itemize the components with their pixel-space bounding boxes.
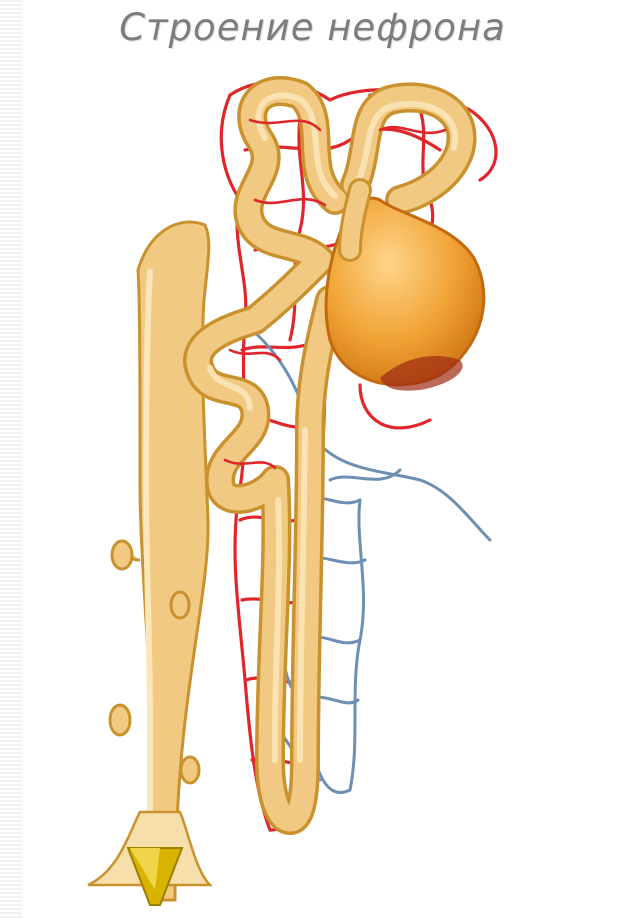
convoluted-tubules [198,91,462,820]
duct-branch [181,757,199,783]
duct-branch [110,705,130,735]
collecting-duct [110,222,209,900]
collecting-duct-arrow-icon [88,812,210,905]
duct-branch [171,592,189,618]
bowman-capsule-icon [326,190,484,391]
duct-branch [112,541,132,569]
